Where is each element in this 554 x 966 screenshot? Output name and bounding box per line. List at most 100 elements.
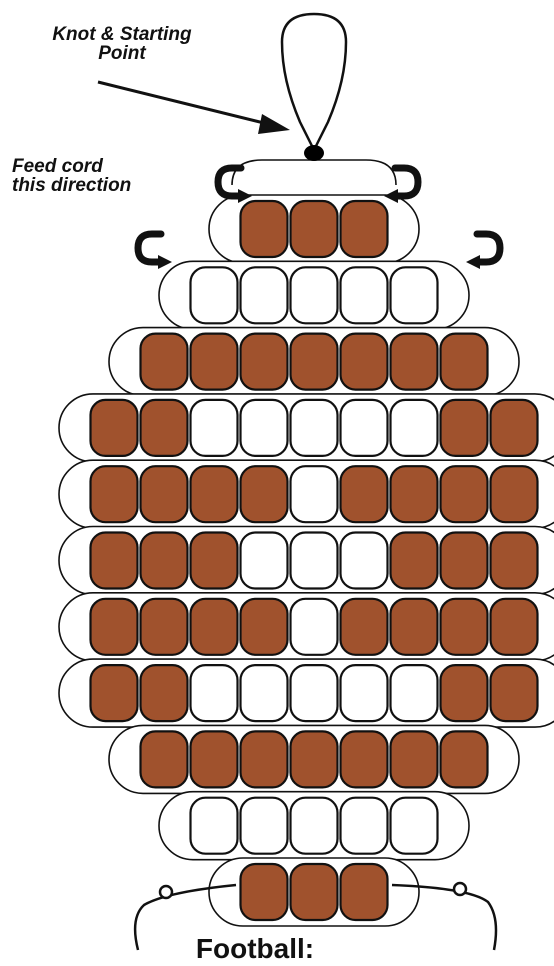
- bead-brown: [191, 533, 238, 589]
- knot-icon: [160, 886, 172, 898]
- bead-brown: [491, 400, 538, 456]
- bead-brown: [391, 731, 438, 787]
- bead-white: [341, 267, 388, 323]
- arrow-curve: [395, 168, 418, 196]
- bead-brown: [441, 665, 488, 721]
- bead-white: [291, 665, 338, 721]
- feed-label-line1: Feed cord: [12, 157, 131, 176]
- arrow-curve: [477, 234, 500, 262]
- bead-white: [191, 798, 238, 854]
- bead-brown: [291, 864, 338, 920]
- bead-white: [191, 267, 238, 323]
- bead-brown: [91, 599, 138, 655]
- bead-brown: [491, 599, 538, 655]
- bead-brown: [141, 731, 188, 787]
- bead-brown: [341, 864, 388, 920]
- bead-brown: [141, 334, 188, 390]
- bead-white: [291, 798, 338, 854]
- bead-brown: [91, 400, 138, 456]
- arrow-head: [466, 255, 480, 269]
- bead-brown: [291, 334, 338, 390]
- bead-white: [241, 400, 288, 456]
- bead-brown: [441, 533, 488, 589]
- bead-white: [341, 798, 388, 854]
- knot-pointer-line: [98, 82, 268, 124]
- bead-brown: [391, 533, 438, 589]
- bead-white: [291, 599, 338, 655]
- bead-brown: [191, 731, 238, 787]
- bead-brown: [191, 599, 238, 655]
- feed-arrow-right-icon: [384, 168, 418, 203]
- bead-brown: [391, 466, 438, 522]
- bead-brown: [441, 334, 488, 390]
- knot-icon: [304, 145, 324, 161]
- top-cord: [232, 160, 396, 185]
- bead-brown: [241, 731, 288, 787]
- bead-brown: [341, 599, 388, 655]
- bead-brown: [391, 599, 438, 655]
- bead-brown: [291, 201, 338, 257]
- knot-cord-loop: [282, 14, 346, 150]
- bead-white: [291, 267, 338, 323]
- bead-brown: [241, 466, 288, 522]
- bead-brown: [241, 201, 288, 257]
- bead-white: [291, 466, 338, 522]
- bead-white: [191, 400, 238, 456]
- bead-white: [391, 267, 438, 323]
- bead-brown: [241, 864, 288, 920]
- arrow-head: [158, 255, 172, 269]
- bead-white: [291, 533, 338, 589]
- feed-arrow-right-icon: [466, 234, 500, 269]
- bead-brown: [91, 665, 138, 721]
- bead-brown: [241, 334, 288, 390]
- bead-grid: [91, 201, 538, 920]
- bead-white: [391, 665, 438, 721]
- bead-white: [341, 533, 388, 589]
- bead-brown: [241, 599, 288, 655]
- bead-brown: [441, 731, 488, 787]
- bead-brown: [491, 533, 538, 589]
- bead-brown: [141, 400, 188, 456]
- bead-brown: [141, 466, 188, 522]
- bead-white: [241, 798, 288, 854]
- bead-brown: [341, 731, 388, 787]
- bead-brown: [91, 466, 138, 522]
- bead-white: [341, 665, 388, 721]
- bead-brown: [191, 466, 238, 522]
- bead-brown: [441, 599, 488, 655]
- arrow-curve: [138, 234, 161, 262]
- bead-brown: [441, 400, 488, 456]
- bead-brown: [141, 533, 188, 589]
- feed-cord-direction-label: Feed cord this direction: [12, 157, 131, 195]
- bead-white: [391, 798, 438, 854]
- feed-arrow-left-icon: [138, 234, 172, 269]
- bead-brown: [141, 599, 188, 655]
- knot-label-line1: Knot & Starting: [34, 25, 210, 44]
- bead-brown: [341, 334, 388, 390]
- bead-white: [241, 665, 288, 721]
- bead-white: [241, 267, 288, 323]
- bead-white: [191, 665, 238, 721]
- knot-pointer-arrowhead: [258, 114, 290, 134]
- bead-white: [291, 400, 338, 456]
- bead-brown: [91, 533, 138, 589]
- bead-white: [391, 400, 438, 456]
- bead-brown: [491, 466, 538, 522]
- bead-brown: [491, 665, 538, 721]
- bead-brown: [341, 466, 388, 522]
- arrow-curve: [218, 168, 241, 196]
- bead-brown: [141, 665, 188, 721]
- bead-white: [241, 533, 288, 589]
- bead-brown: [341, 201, 388, 257]
- knot-starting-point-label: Knot & Starting Point: [34, 25, 210, 63]
- bead-white: [341, 400, 388, 456]
- bead-brown: [441, 466, 488, 522]
- bead-brown: [291, 731, 338, 787]
- knot-icon: [454, 883, 466, 895]
- knot-label-line2: Point: [34, 44, 210, 63]
- bead-brown: [391, 334, 438, 390]
- bead-brown: [191, 334, 238, 390]
- feed-label-line2: this direction: [12, 176, 131, 195]
